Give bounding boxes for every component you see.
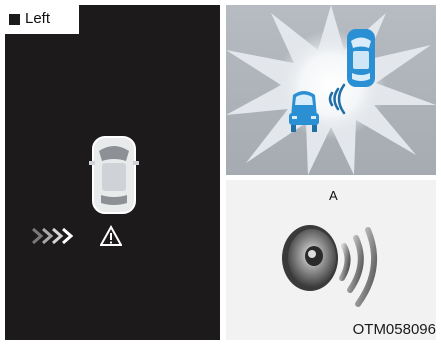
figure-code-label: OTM058096 [353, 321, 436, 338]
side-label: Left [25, 11, 50, 27]
car-top-view-icon [89, 133, 139, 217]
side-label-tab: Left [5, 5, 79, 34]
sound-waves-icon [342, 230, 374, 304]
signal-waves-icon [324, 83, 350, 115]
black-square-icon [9, 14, 20, 25]
blind-spot-display-panel: Left [5, 5, 220, 340]
blue-car-approaching-icon [344, 27, 378, 89]
audio-warning-panel: A [226, 180, 436, 340]
approach-chevrons-icon [31, 225, 91, 247]
blue-car-front-icon [288, 87, 320, 133]
mode-a-label: A [329, 188, 338, 203]
speaker-icon [276, 216, 386, 311]
warning-triangle-icon [100, 225, 122, 247]
warning-illustration-panel [226, 5, 436, 175]
